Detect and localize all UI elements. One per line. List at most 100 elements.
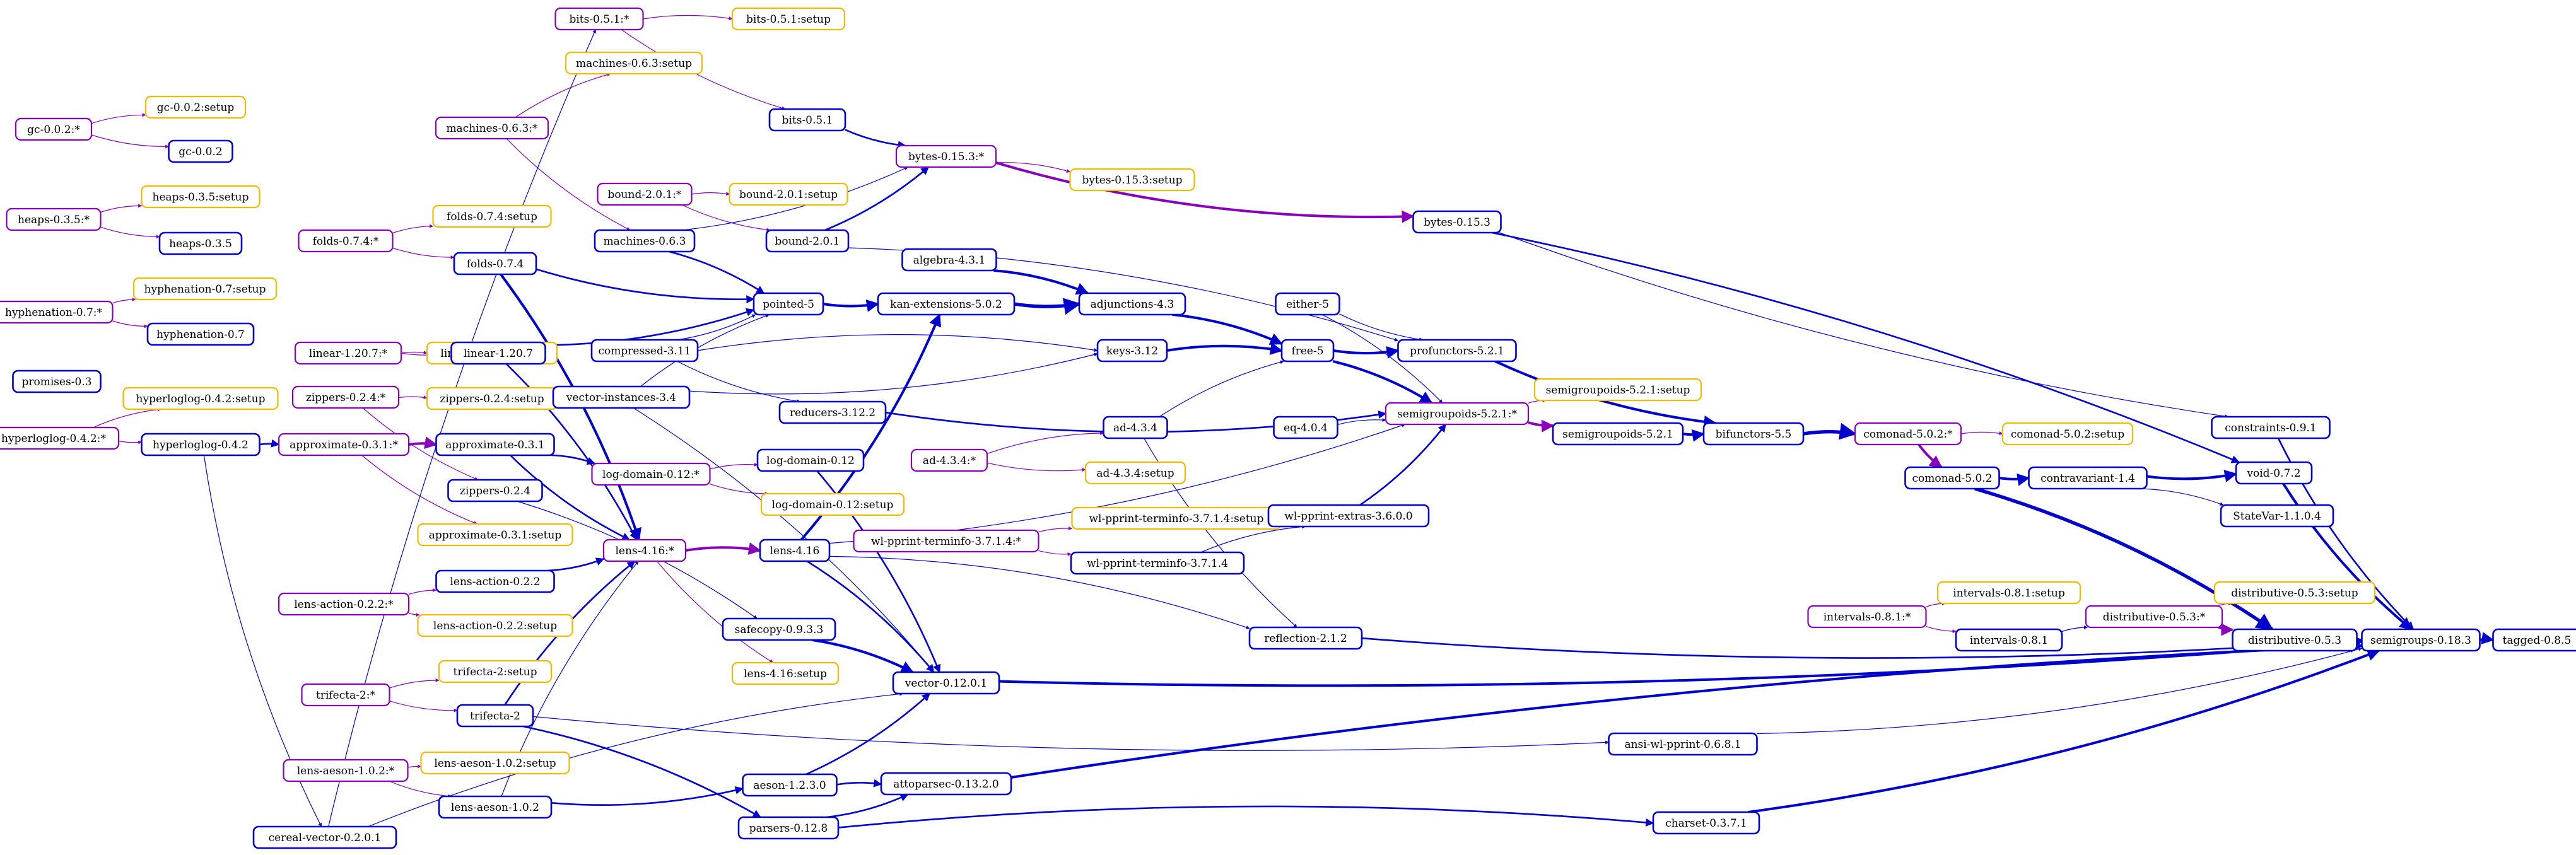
node-box [731, 661, 840, 685]
edge-n60-n61 [1999, 473, 2030, 486]
graph-node-n2: bits-0.5.1:setup [731, 7, 846, 31]
graph-node-n44: hyperloglog-0.4.2:setup [122, 387, 279, 410]
node-label: approximate-0.3.1:* [290, 439, 398, 451]
graph-node-n90: trifecta-2 [456, 704, 534, 728]
graph-node-n53: ad-4.3.4:* [910, 448, 988, 472]
node-box [768, 108, 846, 132]
node-label: lens-4.16 [770, 545, 820, 557]
edge-n18-n17 [392, 224, 434, 234]
node-box [590, 339, 699, 363]
edge-n32-n26 [545, 308, 755, 346]
edge-n98-n84 [1748, 649, 2380, 813]
edge-n50-n51 [408, 436, 438, 450]
node-label: gc-0.0.2:setup [157, 102, 235, 114]
node-box [168, 139, 233, 163]
node-box [778, 400, 887, 424]
edge-n48-n44 [93, 407, 161, 428]
graph-node-n47: constraints-0.9.1 [2211, 416, 2331, 439]
node-box [146, 322, 255, 346]
node-box [141, 433, 261, 457]
node-label: semigroupoids-5.2.1:setup [1546, 384, 1690, 397]
edge-n39-n63 [362, 407, 479, 480]
node-box [877, 292, 1016, 316]
graph-node-n79: safecopy-0.9.3.3 [722, 617, 836, 641]
node-label: machines-0.6.3:setup [576, 57, 692, 70]
node-box [2492, 628, 2576, 652]
node-box [2028, 466, 2148, 490]
edge-n19-n26 [669, 250, 765, 294]
node-label: either-5 [1286, 298, 1329, 311]
node-label: keys-3.12 [1106, 345, 1158, 358]
edge-n12-n20 [682, 204, 771, 232]
node-box [752, 292, 824, 316]
graph-node-n1: bits-0.5.1:* [554, 7, 644, 31]
node-label: distributive-0.5.3 [2248, 634, 2341, 647]
edge-n20-n9 [824, 166, 930, 231]
node-label: bits-0.5.1:* [569, 13, 629, 26]
node-box [453, 252, 537, 276]
node-label: StateVar-1.1.0.4 [2233, 510, 2321, 523]
node-box [0, 300, 114, 324]
edge-n61-n62 [2146, 470, 2237, 482]
graph-node-n5: gc-0.0.2:* [15, 117, 93, 141]
edge-n41-n89 [633, 407, 935, 673]
graph-node-n50: approximate-0.3.1:* [278, 433, 410, 457]
node-layer: bits-0.5.1:* bits-0.5.1:setup machines-0.6… [0, 7, 2576, 849]
node-label: gc-0.0.2:* [27, 124, 80, 136]
edge-n46-n43 [1337, 418, 1386, 425]
node-box [1936, 581, 2081, 605]
node-box [301, 683, 390, 707]
node-box [901, 248, 997, 272]
graph-node-n75: intervals-0.8.1:setup [1936, 581, 2081, 605]
node-box [252, 825, 397, 849]
node-box [456, 704, 534, 728]
node-label: hyphenation-0.7:setup [144, 283, 266, 296]
node-label: distributive-0.5.3:setup [2231, 587, 2358, 600]
graph-node-n99: cereal-vector-0.2.0.1 [252, 825, 397, 849]
node-box [447, 479, 543, 503]
edge-n51-n70 [510, 455, 631, 541]
node-box [298, 229, 394, 253]
edge-n60-n83 [1974, 487, 2274, 631]
graph-node-n32: linear-1.20.7 [450, 341, 546, 365]
graph-node-n33: compressed-3.11 [590, 339, 699, 363]
node-box [760, 492, 905, 516]
graph-node-n19: machines-0.6.3 [594, 229, 696, 253]
edge-n79-n89 [812, 639, 914, 673]
node-box [759, 538, 831, 562]
edge-n41-n26 [640, 314, 770, 387]
edge-n33-n34 [697, 334, 1098, 352]
edge-n26-n27 [823, 299, 879, 312]
node-box [880, 772, 1012, 796]
graph-node-n35: free-5 [1280, 339, 1335, 363]
edge-n19-n9 [682, 166, 908, 231]
node-label: constraints-0.9.1 [2225, 422, 2316, 434]
edge-n35-n43 [1332, 360, 1433, 404]
node-box [158, 231, 243, 255]
node-label: folds-0.7.4:setup [447, 211, 537, 223]
node-label: log-domain-0.12 [766, 455, 855, 467]
node-box [591, 462, 711, 486]
edge-n80-n84 [1361, 636, 2363, 659]
graph-node-n46: eq-4.0.4 [1273, 416, 1338, 439]
edge-n95-n84 [1010, 639, 2363, 779]
node-label: ad-4.3.4:* [923, 455, 976, 467]
edge-n88-n90 [389, 701, 458, 712]
node-label: bound-2.0.1 [775, 235, 840, 248]
node-box [1078, 292, 1186, 316]
graph-node-n80: reflection-2.1.2 [1248, 626, 1363, 650]
edge-n73-n70 [547, 557, 605, 572]
edge-n43-n54 [1528, 419, 1554, 433]
node-box [552, 385, 691, 409]
node-label: compressed-3.11 [599, 345, 691, 358]
node-label: semigroupoids-5.2.1:* [1397, 408, 1517, 421]
node-label: ansi-wl-pprint-0.6.8.1 [1624, 738, 1741, 751]
graph-node-n98: charset-0.3.7.1 [1652, 811, 1760, 835]
node-label: approximate-0.3.1 [445, 439, 544, 451]
edge-n11-n62 [1492, 231, 2240, 463]
node-box [1103, 416, 1168, 439]
node-label: distributive-0.5.3:* [2103, 611, 2206, 624]
edge-n82-n83 [2218, 623, 2234, 636]
edge-n15-n16 [100, 226, 160, 239]
graph-node-n91: ansi-wl-pprint-0.6.8.1 [1608, 732, 1758, 756]
